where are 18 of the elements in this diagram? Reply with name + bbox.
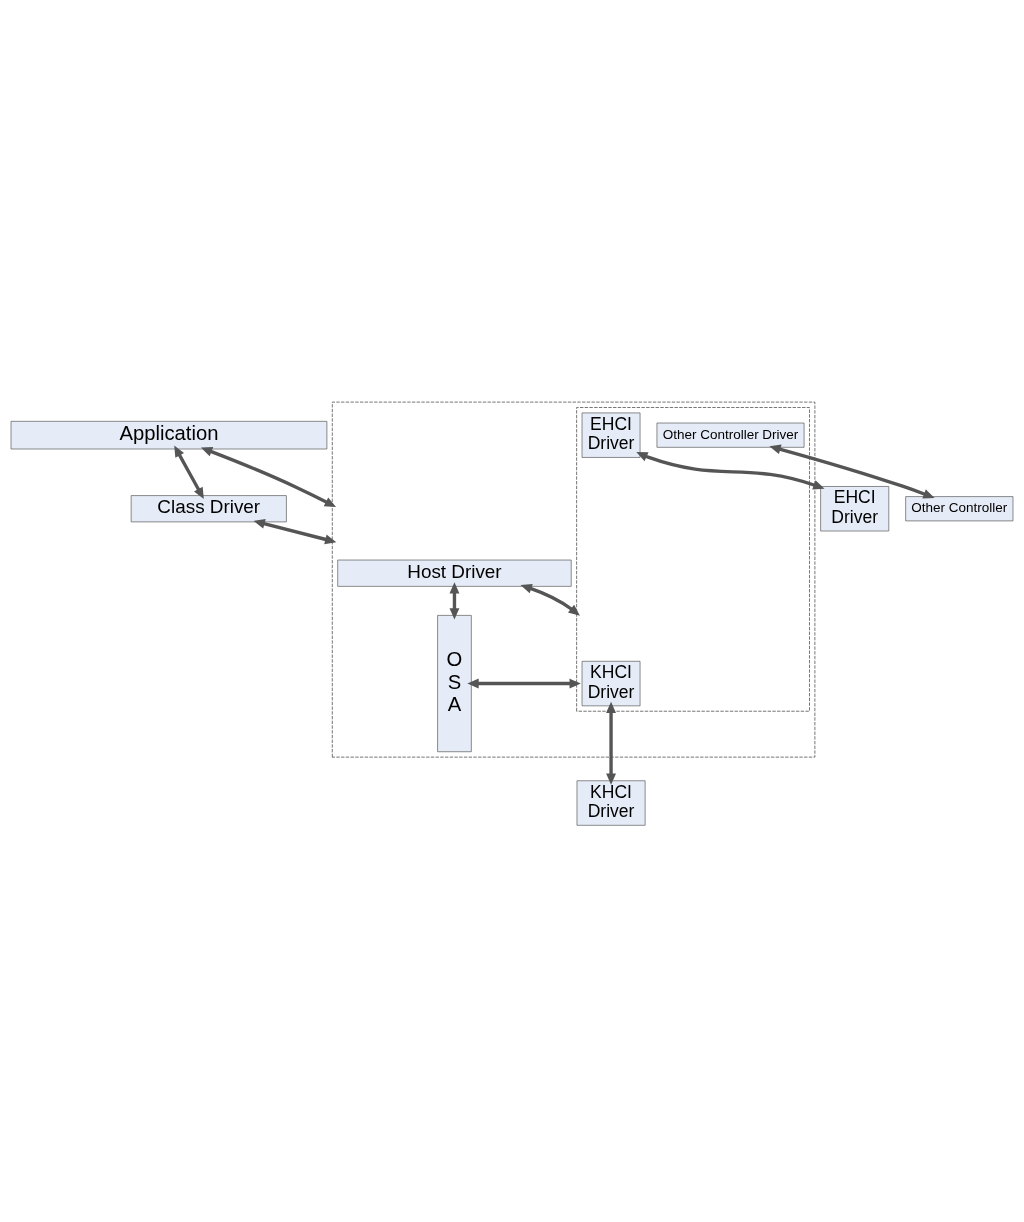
arrow [769, 444, 935, 499]
node-box: Other Controller [905, 496, 1014, 522]
node-box: Host Driver [337, 559, 572, 587]
node-box: EHCI Driver [820, 486, 890, 532]
node-box: KHCI Driver [581, 660, 641, 707]
node-box: EHCI Driver [581, 412, 641, 458]
arrow [200, 447, 337, 507]
node-box: Other Controller Driver [656, 422, 805, 448]
arrow [606, 701, 616, 785]
arrow [174, 445, 204, 500]
arrow [467, 678, 581, 689]
arrow [520, 583, 580, 616]
node-box: Class Driver [130, 495, 287, 523]
arrow [636, 452, 825, 490]
node-box: O S A [437, 615, 472, 753]
node-box: KHCI Driver [576, 780, 646, 826]
node-box: Application [10, 421, 328, 450]
arrow [253, 518, 337, 545]
